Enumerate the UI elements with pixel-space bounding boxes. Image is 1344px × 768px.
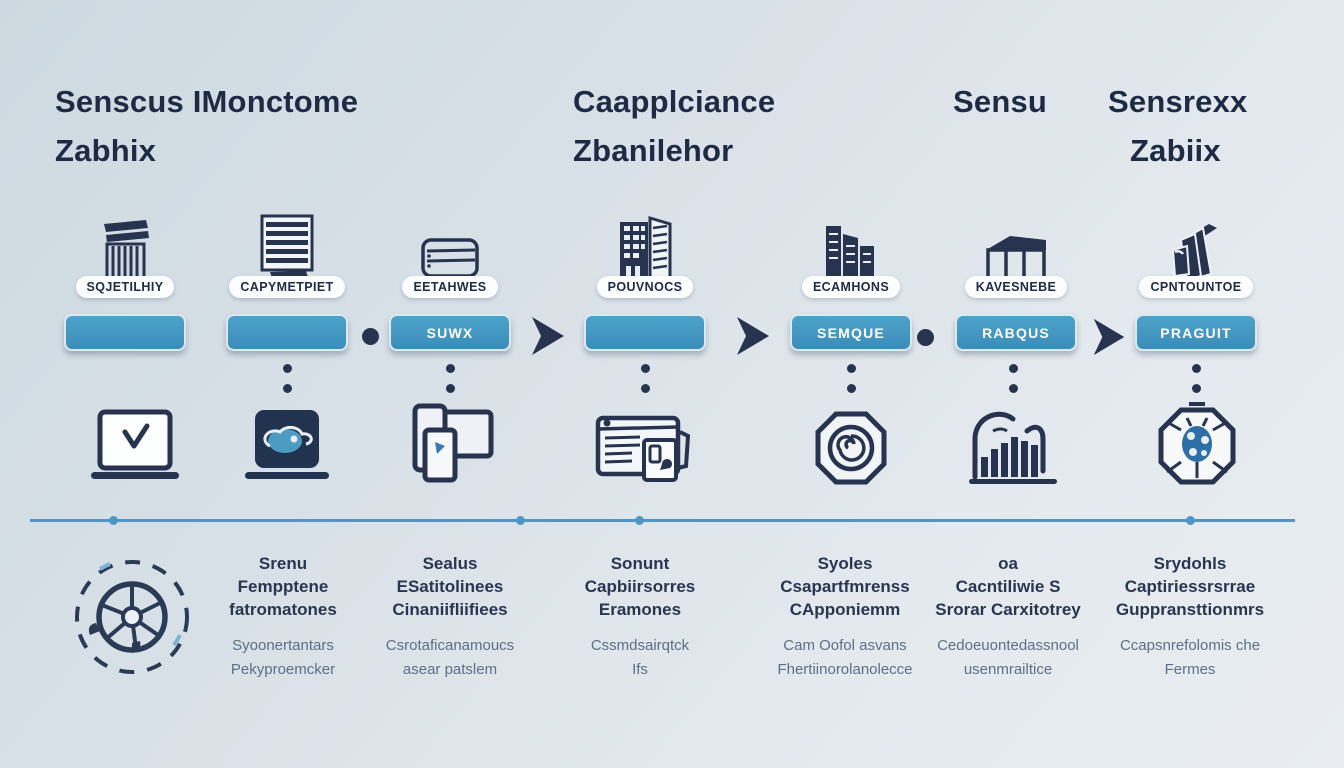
feature-column-2: Sealus ESatitolinees Cinaniifliifiees Cs… [333, 552, 567, 682]
column-label-badge: EETAHWES [402, 276, 498, 298]
pipeline-column-6: KAVESNEBE RABQUS [951, 218, 1081, 351]
feature-desc-line: Cssmdsairqtck [590, 637, 690, 654]
fan-wheel-icon [70, 555, 194, 684]
feature-desc-line: Ifs [632, 661, 648, 678]
feature-title-line: CApponiemm [789, 600, 901, 619]
pipeline-column-7: CPNTOUNTOE PRAGUIT [1131, 218, 1261, 351]
overlapping-screens-icon [405, 402, 497, 497]
pipeline-button-7[interactable]: PRAGUIT [1135, 314, 1257, 351]
column-label-badge: KAVESNEBE [964, 276, 1068, 298]
browser-window-icon [592, 412, 696, 489]
stacked-boxes-icon [1165, 218, 1227, 282]
flow-dot [362, 328, 379, 345]
octagon-bug-icon [1151, 400, 1243, 497]
feature-column-4: Syoles Csapartfmrenss CApponiemm Cam Oof… [728, 552, 962, 682]
warehouse-icon [980, 218, 1052, 282]
feature-title-line: Captiriessrsrrae [1124, 577, 1256, 596]
feature-title-line: Cacntiliwie S [955, 577, 1061, 596]
dotted-connector [446, 364, 455, 404]
heading-top-right-2: Sensrexx [1108, 84, 1248, 119]
flow-dot [917, 329, 934, 346]
heading-top-right-1: Sensu [953, 84, 1048, 119]
feature-title-line: Csapartfmrenss [780, 577, 910, 596]
flow-arrow-icon [1089, 316, 1129, 363]
dotted-connector [283, 364, 292, 404]
feature-title-line: Srorar Carxitotrey [935, 600, 1081, 619]
pipeline-column-4: POUVNOCS [580, 216, 710, 351]
chart-arch-icon [965, 405, 1061, 494]
feature-desc-line: Syoonertantars [232, 637, 334, 654]
server-stack-icon [417, 218, 483, 282]
feature-title-line: Eramones [598, 600, 682, 619]
lined-document-icon [252, 214, 322, 282]
feature-desc-line: Cedoeuontedassnool [937, 637, 1079, 654]
heading-top-left-1: Senscus IMonctome [55, 84, 359, 119]
feature-desc-line: asear patslem [402, 661, 498, 678]
feature-title-line: Cinaniifliifiees [392, 600, 508, 619]
pipeline-button-1[interactable] [64, 314, 186, 351]
feature-title-line: Sonunt [610, 554, 670, 573]
pipeline-column-2: CAPYMETPIET [222, 214, 352, 351]
divider-dot [516, 516, 525, 525]
feature-title-line: Sealus [422, 554, 478, 573]
feature-title-line: Srydohls [1153, 554, 1227, 573]
feature-title-line: Capbiirsorres [584, 577, 696, 596]
heading-top-center-2: Zbanilehor [573, 133, 734, 168]
section-divider [30, 519, 1295, 522]
heading-top-right-3: Zabiix [1130, 133, 1221, 168]
feature-desc-line: usenmrailtice [963, 661, 1053, 678]
divider-dot [635, 516, 644, 525]
flow-arrow-icon [527, 314, 569, 363]
column-label-badge: CPNTOUNTOE [1139, 276, 1253, 298]
feature-title-line: Fempptene [237, 577, 329, 596]
pipeline-column-3: EETAHWES SUWX [385, 218, 515, 351]
feature-desc-line: Ccapsnrefolomis che [1119, 637, 1261, 654]
octagon-spiral-icon [808, 408, 894, 493]
feature-column-5: oa Cacntiliwie S Srorar Carxitotrey Cedo… [891, 552, 1125, 682]
laptop-check-icon [85, 408, 185, 491]
pipeline-column-1: SQJETILHIY [60, 218, 190, 351]
feature-title-line: Guppransttionmrs [1115, 600, 1265, 619]
feature-desc-line: Cam Oofol asvans [783, 637, 907, 654]
feature-desc-line: Csrotaficanamoucs [385, 637, 515, 654]
divider-dot [1186, 516, 1195, 525]
feature-desc-line: Pekyproemcker [230, 661, 336, 678]
pipeline-column-5: ECAMHONS SEMQUE [786, 218, 916, 351]
flow-arrow-icon [732, 314, 774, 363]
column-label-badge: CAPYMETPIET [229, 276, 345, 298]
pipeline-button-3[interactable]: SUWX [389, 314, 511, 351]
feature-title-line: fatromatones [229, 600, 337, 619]
pipeline-button-6[interactable]: RABQUS [955, 314, 1077, 351]
column-label-badge: SQJETILHIY [75, 276, 175, 298]
feature-title-line: Syoles [817, 554, 873, 573]
pipeline-button-2[interactable] [226, 314, 348, 351]
dotted-connector [1009, 364, 1018, 404]
feature-title-line: ESatitolinees [396, 577, 504, 596]
city-buildings-icon [612, 216, 678, 282]
feature-column-1: Srenu Fempptene fatromatones Syoonertant… [166, 552, 400, 682]
feature-title-line: Srenu [258, 554, 308, 573]
dotted-connector [1192, 364, 1201, 404]
column-document-icon [94, 218, 156, 282]
dotted-connector [641, 364, 650, 404]
dotted-connector [847, 364, 856, 404]
heading-top-center-1: Caapplciance [573, 84, 776, 119]
feature-column-3: Sonunt Capbiirsorres Eramones Cssmdsairq… [523, 552, 757, 682]
pipeline-button-5[interactable]: SEMQUE [790, 314, 912, 351]
feature-desc-line: Fhertiinorolanolecce [777, 661, 913, 678]
skyline-icon [820, 218, 882, 282]
feature-desc-line: Fermes [1164, 661, 1216, 678]
feature-column-6: Srydohls Captiriessrsrrae Guppransttionm… [1073, 552, 1307, 682]
laptop-cloud-icon [237, 408, 337, 491]
pipeline-button-4[interactable] [584, 314, 706, 351]
feature-title-line: oa [998, 554, 1018, 573]
column-label-badge: ECAMHONS [801, 276, 901, 298]
column-label-badge: POUVNOCS [596, 276, 694, 298]
divider-dot [109, 516, 118, 525]
heading-top-left-2: Zabhix [55, 133, 157, 168]
